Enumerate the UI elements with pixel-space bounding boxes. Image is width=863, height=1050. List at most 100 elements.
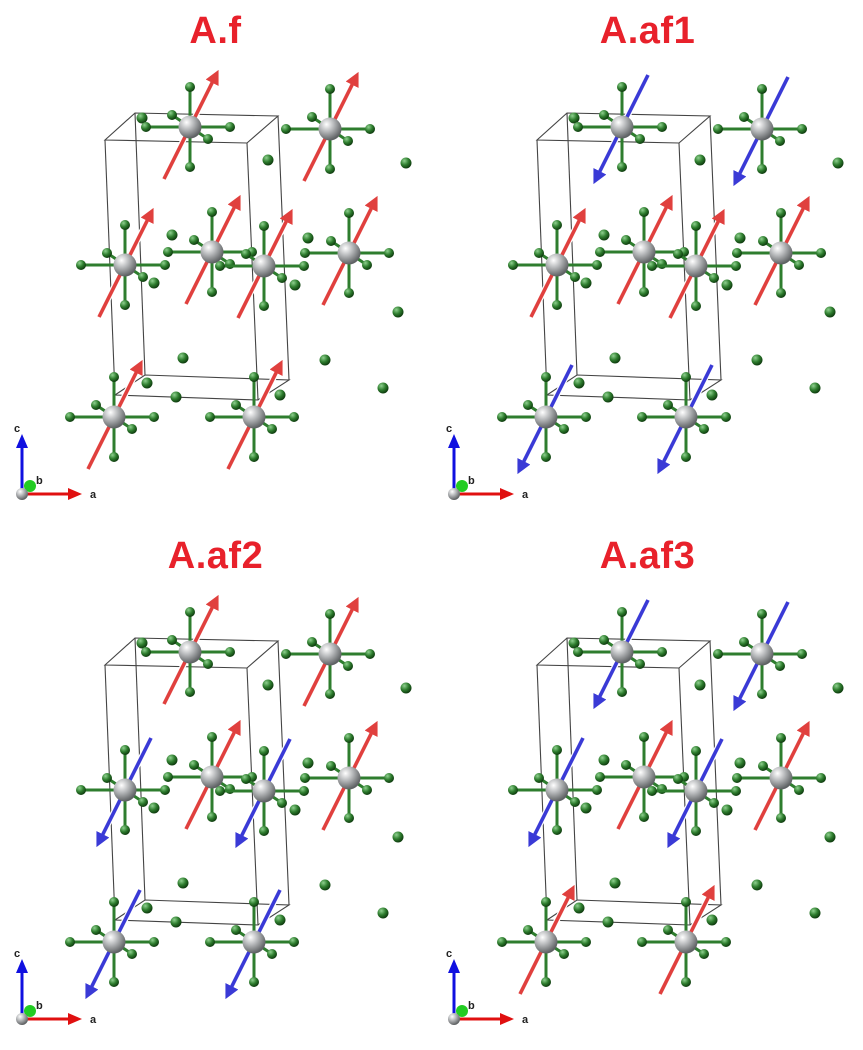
cl-atom (757, 689, 767, 699)
cl-atom (259, 826, 269, 836)
cl-atom (249, 977, 259, 987)
cl-atom (185, 162, 195, 172)
cell-edge (277, 115, 290, 381)
cl-atom (136, 637, 148, 649)
cl-atom (570, 272, 580, 282)
cl-atom (392, 831, 404, 843)
cl-atom (681, 452, 691, 462)
axis-label-a: a (90, 1014, 97, 1026)
metal-site (647, 208, 741, 320)
cl-atom (365, 649, 375, 659)
cell-edge (277, 640, 290, 906)
cl-atom (609, 877, 621, 889)
metal-site (595, 719, 689, 831)
axis-triad: cba (14, 423, 97, 501)
cl-atom (289, 279, 301, 291)
cl-atom (185, 687, 195, 697)
metal-atom (545, 778, 569, 802)
cl-atom (721, 804, 733, 816)
cl-atom (794, 260, 804, 270)
cl-atom (207, 287, 217, 297)
unit-cell (103, 637, 291, 926)
cl-atom (824, 306, 836, 318)
cl-atom (673, 774, 683, 784)
metal-atom (684, 779, 708, 803)
axis-label-a: a (522, 1014, 529, 1026)
cl-atom (344, 208, 354, 218)
cl-atom (673, 249, 683, 259)
cl-atom (709, 798, 719, 808)
metal-site (215, 737, 309, 849)
cl-atom (508, 785, 518, 795)
cl-atom (568, 637, 580, 649)
cl-atom (109, 452, 119, 462)
cl-atom (325, 609, 335, 619)
cl-atom (241, 774, 251, 784)
cl-atom (751, 354, 763, 366)
axis-c-head (16, 959, 28, 973)
metal-site (205, 359, 299, 471)
cl-atom (599, 110, 609, 120)
cl-atom (732, 248, 742, 258)
cl-atom (573, 377, 585, 389)
axis-a-head (500, 1013, 514, 1025)
cl-atom (120, 220, 130, 230)
cl-atom (259, 221, 269, 231)
cl-atom (170, 916, 182, 928)
axis-b (456, 480, 468, 492)
cl-atom (617, 82, 627, 92)
cl-atom (302, 757, 314, 769)
cl-atom (573, 902, 585, 914)
cl-atom (580, 802, 592, 814)
cl-atom (699, 424, 709, 434)
cl-atom (319, 879, 331, 891)
cell-edge (566, 637, 578, 901)
cl-atom (392, 306, 404, 318)
cl-atom (299, 786, 309, 796)
cl-atom (170, 391, 182, 403)
cl-atom (189, 760, 199, 770)
cl-atom (362, 785, 372, 795)
cl-atom (706, 914, 718, 926)
cl-atom (325, 689, 335, 699)
cl-atom (163, 772, 173, 782)
cl-atom (691, 221, 701, 231)
metal-site (205, 888, 299, 1000)
metal-site (573, 73, 667, 185)
cl-atom (148, 277, 160, 289)
cl-atom (148, 802, 160, 814)
cl-atom (691, 746, 701, 756)
metal-site (141, 69, 235, 181)
cl-atom (691, 301, 701, 311)
cl-atom (602, 391, 614, 403)
metal-atom (200, 765, 224, 789)
cl-atom (384, 773, 394, 783)
metal-atom (684, 254, 708, 278)
cl-atom (592, 260, 602, 270)
metal-site (281, 71, 375, 183)
cl-atom (609, 352, 621, 364)
metal-atom (534, 405, 558, 429)
axis-origin (16, 1013, 28, 1025)
cell-edge (536, 139, 548, 396)
cl-atom (691, 826, 701, 836)
cl-atom (639, 207, 649, 217)
metal-site (508, 207, 602, 319)
cl-atom (797, 649, 807, 659)
cl-atom (241, 249, 251, 259)
cl-atom (731, 786, 741, 796)
cl-atom (709, 273, 719, 283)
cl-atom (541, 372, 551, 382)
cl-atom (203, 134, 213, 144)
axis-b (456, 1005, 468, 1017)
metal-site (573, 598, 667, 710)
cl-atom (713, 124, 723, 134)
cl-atom (91, 400, 101, 410)
panel-title: A.af2 (167, 535, 264, 577)
metal-site (65, 888, 159, 1000)
metal-atom (545, 253, 569, 277)
cl-atom (595, 772, 605, 782)
